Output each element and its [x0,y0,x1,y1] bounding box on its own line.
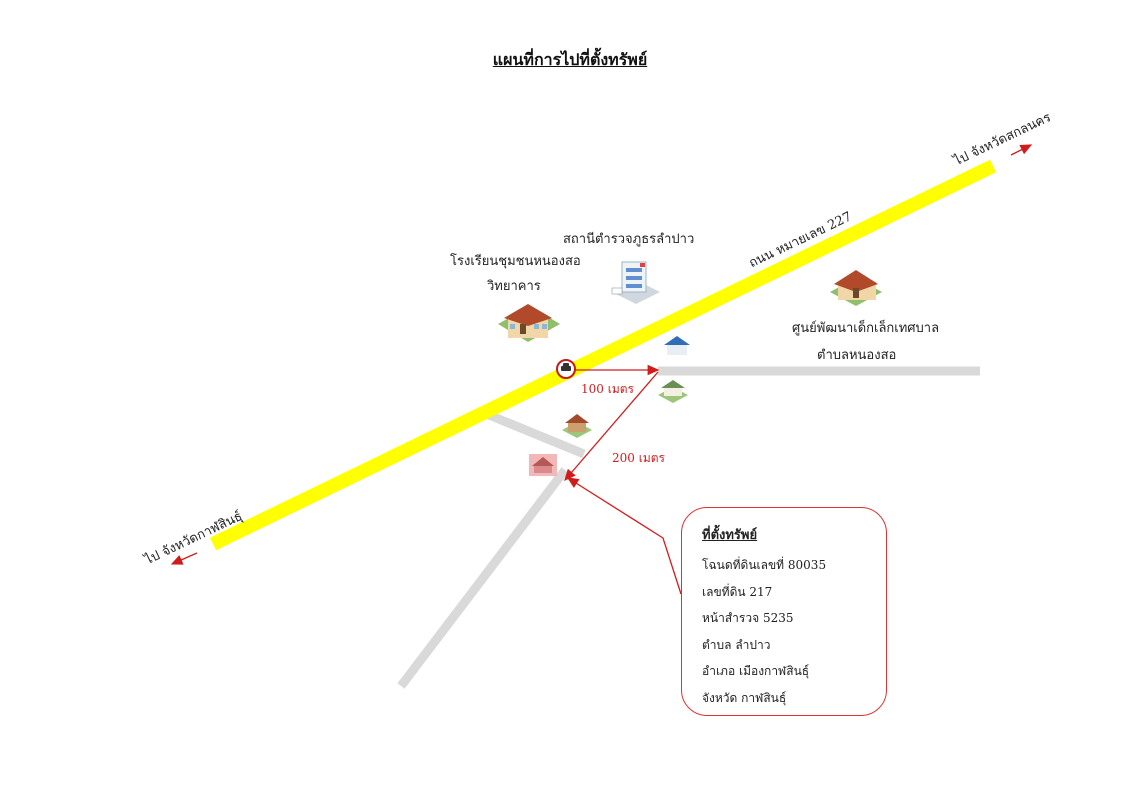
side-road-branch [487,410,586,459]
label-childcare-center-2: ตำบลหนองสอ [817,348,897,363]
label-distance-100m: 100 เมตร [581,382,634,396]
property-info-header: ที่ตั้งทรัพย์ [702,528,758,543]
side-road-diagonal [397,467,569,689]
property-info-district: อำเภอ เมืองกาฬสินธุ์ [702,664,810,678]
house-icon [562,414,592,438]
label-distance-200m: 200 เมตร [612,451,665,465]
police-station-icon [611,261,660,304]
car-icon [556,359,576,379]
arrow-to-kalasin [170,552,198,565]
label-childcare-center: ศูนย์พัฒนาเด็กเล็กเทศบาล [792,321,940,336]
map-title: แผนที่การไปที่ตั้งทรัพย์ [492,50,648,69]
label-police-station: สถานีตำรวจภูธรลำปาว [563,232,695,247]
label-school-name-2: วิทยาคาร [487,279,541,294]
property-info-survey-page: หน้าสำรวจ 5235 [702,611,794,625]
pointer-to-property [566,477,682,595]
property-info-land-number: เลขที่ดิน 217 [702,584,773,599]
route-arrow-200m [564,371,659,481]
property-info-subdistrict: ตำบล ลำปาว [702,637,771,652]
property-info-deed: โฉนดที่ดินเลขที่ 80035 [702,558,827,572]
arrow-to-sakon [1010,144,1033,156]
label-school-name: โรงเรียนชุมชนหนองสอ [450,254,581,269]
property-info-box: ที่ตั้งทรัพย์ โฉนดที่ดินเลขที่ 80035 เลข… [681,507,887,716]
highway-227 [209,159,997,551]
house-icon [658,380,688,403]
property-house-icon [529,454,557,476]
property-info-province: จังหวัด กาฬสินธุ์ [702,690,787,705]
house-icon [664,336,690,355]
school-building-icon [498,304,560,342]
childcare-building-icon [830,270,882,306]
